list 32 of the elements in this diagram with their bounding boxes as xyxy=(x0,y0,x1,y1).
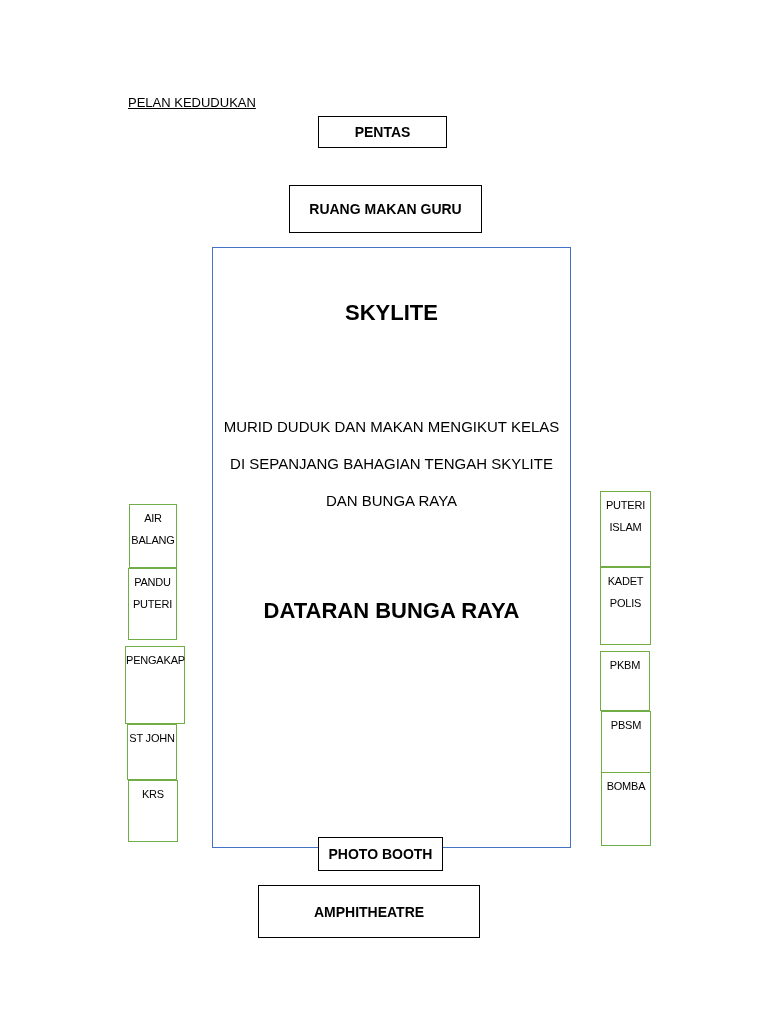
instruction-text: MURID DUDUK DAN MAKAN MENGIKUT KELAS DI SEPANJANG BAHAGIAN TENGAH SKYLITE DAN BUNGA RAYA xyxy=(222,417,561,511)
zone-label: BOMBA xyxy=(606,780,646,792)
location-box xyxy=(289,185,482,233)
location-box xyxy=(258,885,480,938)
zone-label: PKBM xyxy=(609,659,641,671)
location-label: AMPHITHEATRE xyxy=(313,903,425,920)
location-box xyxy=(318,837,443,871)
zone-box xyxy=(128,780,178,842)
zone-label: AIR BALANG xyxy=(131,512,175,546)
area-heading: DATARAN BUNGA RAYA xyxy=(262,598,521,624)
zone-box xyxy=(127,724,177,780)
zone-box xyxy=(601,711,651,773)
zone-box xyxy=(125,646,185,724)
area-heading: SKYLITE xyxy=(344,300,439,326)
zone-box xyxy=(129,504,177,568)
zone-box xyxy=(601,772,651,846)
zone-box xyxy=(128,568,177,640)
zone-label: PBSM xyxy=(610,719,642,731)
zone-box xyxy=(600,567,651,645)
courtyard-area xyxy=(212,247,571,848)
zone-label: KRS xyxy=(142,788,164,800)
location-label: PHOTO BOOTH xyxy=(328,846,433,862)
plan-title: PELAN KEDUDUKAN xyxy=(128,95,256,110)
location-label: RUANG MAKAN GURU xyxy=(309,201,462,217)
zone-box xyxy=(600,651,650,711)
location-box xyxy=(318,116,447,148)
zone-label: KADET POLIS xyxy=(607,575,644,609)
zone-box xyxy=(600,491,651,567)
zone-label: ST JOHN xyxy=(129,732,175,744)
location-label: PENTAS xyxy=(354,124,411,140)
zone-label: PANDU PUTERI xyxy=(132,576,173,610)
zone-label: PUTERI ISLAM xyxy=(605,499,646,533)
